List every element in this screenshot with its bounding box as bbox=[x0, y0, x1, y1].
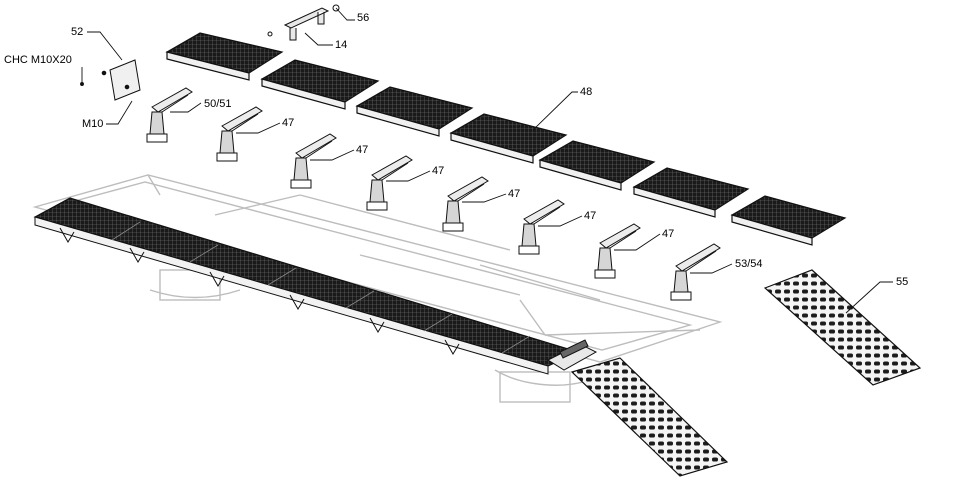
grid-panel bbox=[355, 86, 474, 137]
label-50-51: 50/51 bbox=[204, 98, 232, 110]
bracket-47 bbox=[442, 176, 489, 232]
bolt-chc bbox=[101, 70, 107, 76]
label-47: 47 bbox=[282, 117, 295, 129]
ramp-55 bbox=[763, 269, 922, 386]
attached-ramp bbox=[570, 357, 729, 477]
label-14: 14 bbox=[335, 39, 348, 51]
label-m10: M10 bbox=[82, 118, 104, 130]
small-hardware bbox=[101, 4, 340, 101]
label-47: 47 bbox=[584, 210, 597, 222]
label-48: 48 bbox=[580, 86, 593, 98]
grid-panel bbox=[165, 32, 284, 81]
label-52: 52 bbox=[71, 26, 84, 38]
bracket-53-54 bbox=[670, 243, 721, 301]
label-chc-m10x20: CHC M10X20 bbox=[4, 54, 72, 66]
grid-panel bbox=[538, 140, 656, 191]
plate-52 bbox=[109, 59, 141, 101]
washer bbox=[267, 31, 273, 37]
grid-panel bbox=[632, 167, 750, 218]
label-47: 47 bbox=[432, 165, 445, 177]
leader-lines bbox=[80, 7, 893, 314]
label-47: 47 bbox=[356, 144, 369, 156]
grid-panel bbox=[730, 195, 847, 246]
grid-panels-48 bbox=[165, 32, 847, 246]
bracket-47 bbox=[366, 155, 413, 211]
label-47: 47 bbox=[662, 228, 675, 240]
main-runway-panel bbox=[33, 197, 580, 375]
grid-panel bbox=[260, 59, 380, 110]
grid-panel bbox=[449, 113, 568, 164]
label-47: 47 bbox=[508, 188, 521, 200]
bracket-47 bbox=[518, 199, 565, 255]
label-53-54: 53/54 bbox=[735, 258, 763, 270]
label-55: 55 bbox=[896, 276, 909, 288]
runway-end-block bbox=[546, 339, 598, 371]
bracket-47 bbox=[290, 133, 337, 189]
bracket-50-51 bbox=[146, 87, 193, 143]
nut-m10 bbox=[124, 84, 130, 90]
support-brackets bbox=[146, 87, 721, 301]
bracket-47 bbox=[216, 106, 263, 162]
label-56: 56 bbox=[357, 12, 370, 24]
part-14 bbox=[283, 7, 330, 41]
bracket-47 bbox=[594, 223, 641, 279]
